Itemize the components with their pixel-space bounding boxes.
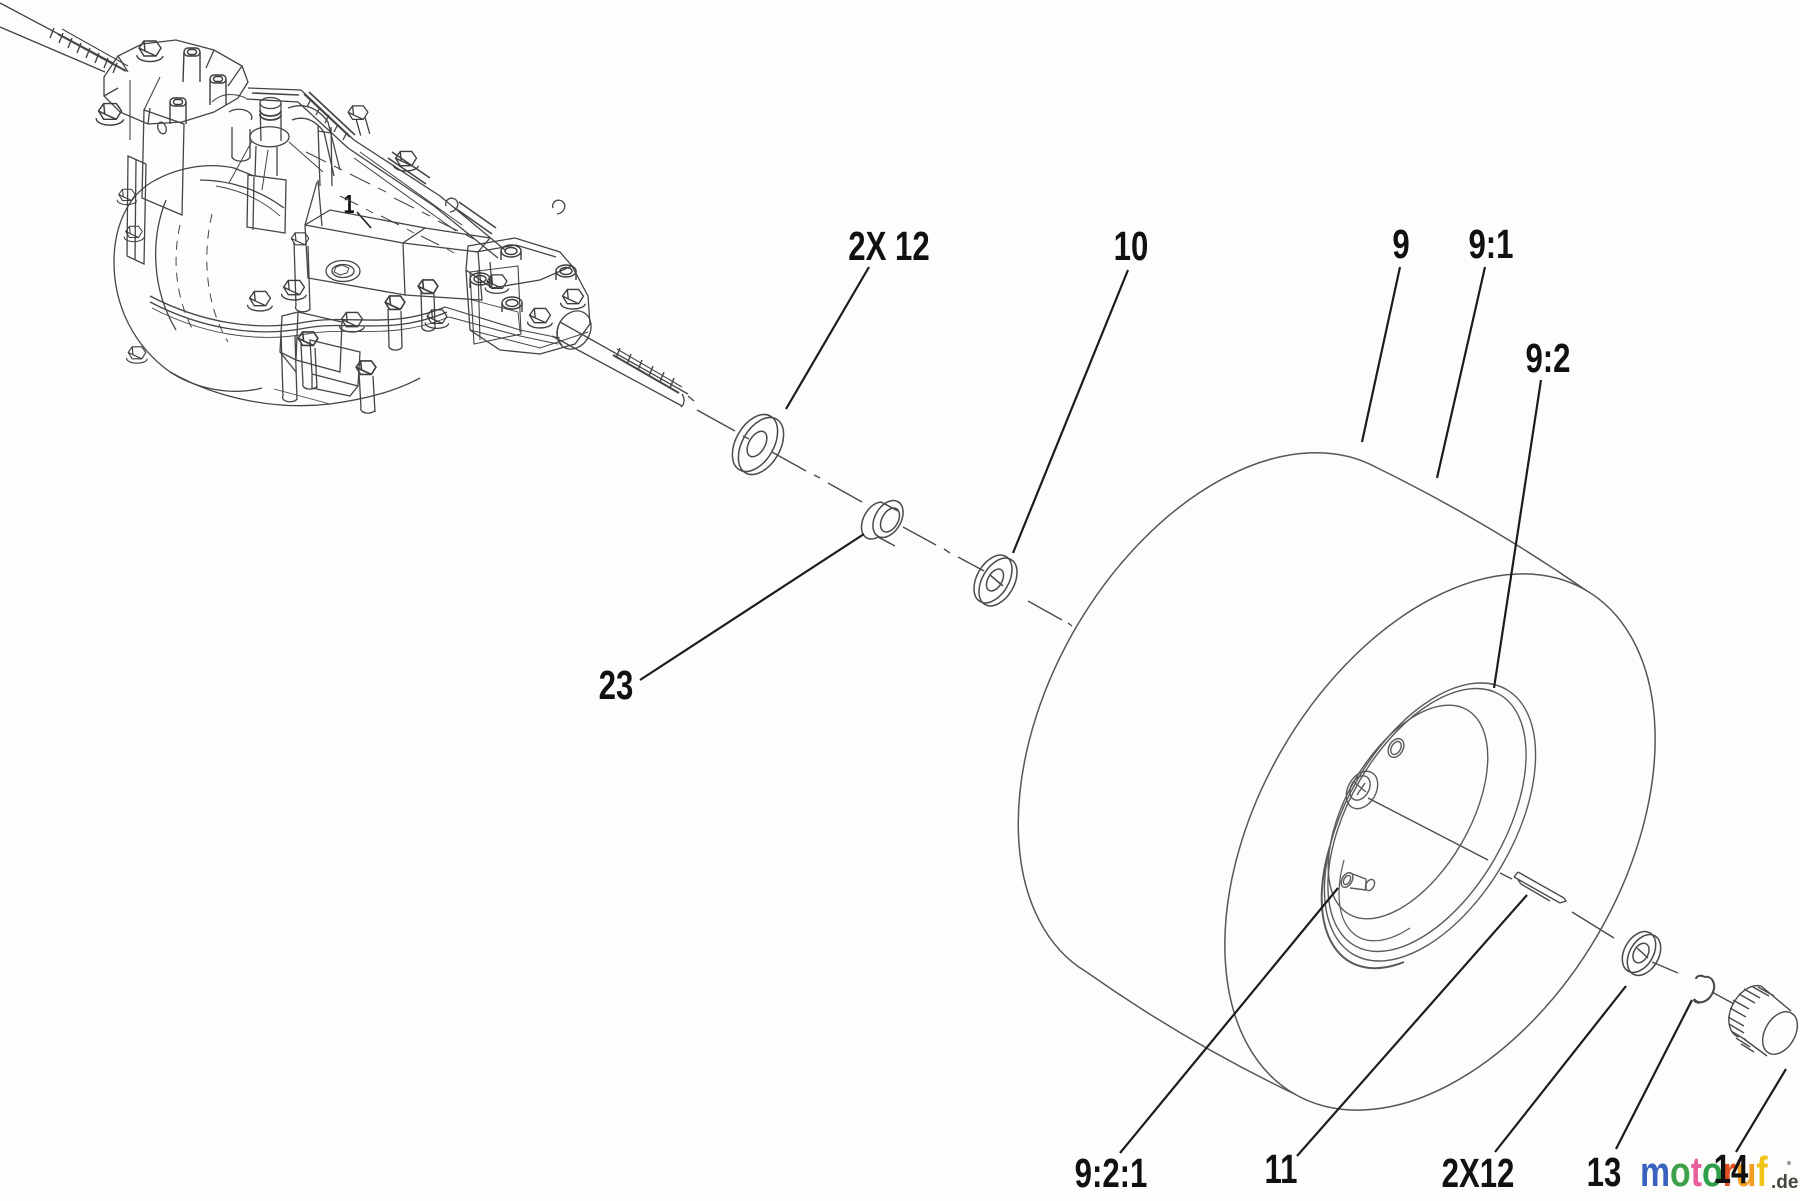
svg-text:9:1: 9:1 [1468,221,1513,267]
svg-text:9: 9 [1392,221,1409,267]
svg-text:2X 12: 2X 12 [848,223,929,269]
svg-text:1: 1 [344,189,355,218]
svg-text:2X12: 2X12 [1442,1150,1515,1196]
svg-text:11: 11 [1265,1146,1298,1192]
svg-text:13: 13 [1587,1149,1622,1195]
svg-text:motoruf: motoruf [1640,1149,1768,1196]
svg-text:.de: .de [1771,1172,1798,1193]
svg-text:10: 10 [1114,223,1149,269]
svg-text:9:2:1: 9:2:1 [1075,1150,1148,1196]
svg-text:9:2: 9:2 [1525,335,1570,381]
svg-text:23: 23 [599,662,634,708]
svg-text:14: 14 [1714,1146,1749,1192]
